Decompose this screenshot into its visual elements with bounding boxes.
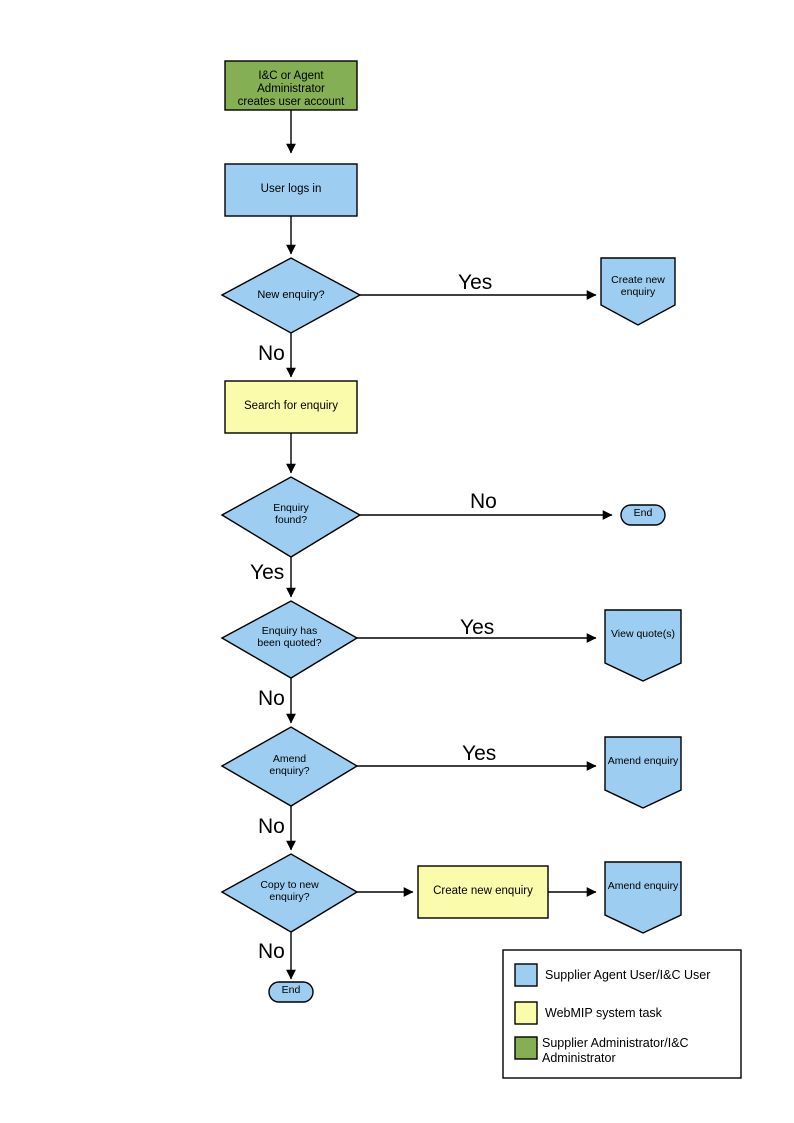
node-create-new-enquiry-manual[interactable] <box>600 257 676 326</box>
node-view-quotes[interactable] <box>604 609 682 682</box>
node-admin-creates-account[interactable] <box>224 60 358 111</box>
legend-label-admin-green: Supplier Administrator/I&C Administrator <box>542 1036 689 1065</box>
connectors <box>286 110 613 980</box>
legend-label-system-yellow: WebMIP system task <box>545 1006 662 1020</box>
edge-label-amend-no: No <box>258 815 285 838</box>
edge-label-amend-yes: Yes <box>462 742 497 765</box>
node-copy-to-new-enquiry-decision[interactable] <box>220 853 359 933</box>
edge-label-copy-no: No <box>258 940 285 963</box>
edge-label-quoted-yes: Yes <box>460 616 495 639</box>
edge-label-enquiry-found-no: No <box>470 490 497 513</box>
node-enquiry-found-decision[interactable] <box>220 476 362 558</box>
legend-box <box>502 949 742 1079</box>
edge-label-new-enquiry-no: No <box>258 342 285 365</box>
legend-swatch-admin-green <box>514 1036 538 1060</box>
legend-swatch-system-yellow <box>514 1001 538 1025</box>
edge-label-enquiry-found-yes: Yes <box>250 561 285 584</box>
legend-swatch-user-blue <box>514 963 538 987</box>
node-amend-enquiry-manual[interactable] <box>604 736 682 809</box>
edge-label-new-enquiry-yes: Yes <box>458 271 493 294</box>
node-create-new-enquiry-task[interactable] <box>417 865 549 919</box>
edge-label-quoted-no: No <box>258 687 285 710</box>
legend-label-user-blue: Supplier Agent User/I&C User <box>545 968 711 982</box>
node-search-for-enquiry[interactable] <box>224 380 358 434</box>
node-new-enquiry-decision[interactable] <box>220 257 362 334</box>
node-end-bottom[interactable] <box>268 981 314 1003</box>
node-amend-enquiry-decision[interactable] <box>220 726 359 807</box>
node-end-top[interactable] <box>620 504 666 526</box>
node-amend-enquiry-manual-2[interactable] <box>604 861 682 934</box>
node-user-logs-in[interactable] <box>224 163 358 217</box>
node-enquiry-quoted-decision[interactable] <box>220 600 359 679</box>
